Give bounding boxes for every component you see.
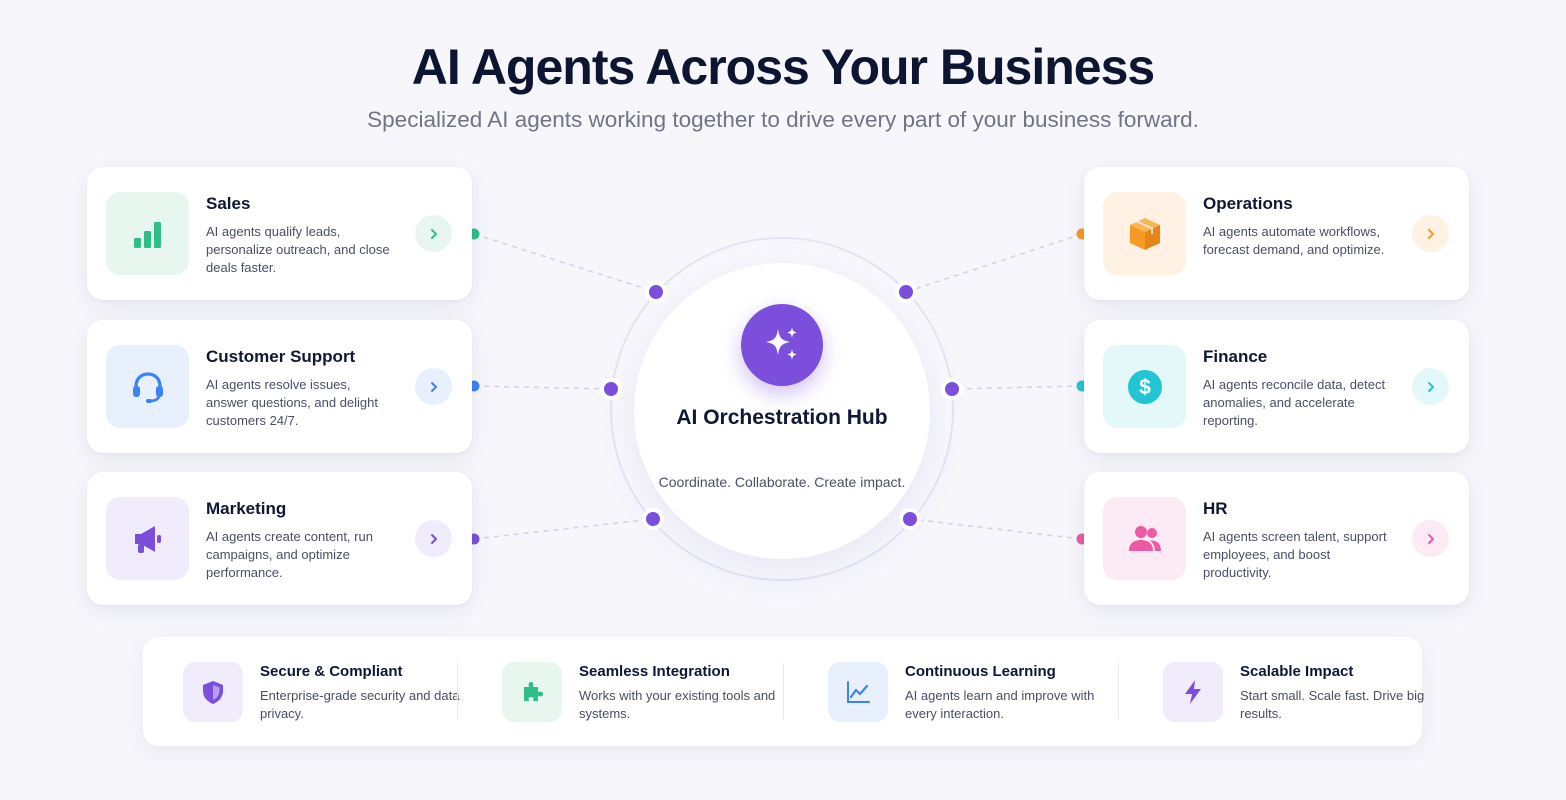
box-icon <box>1103 192 1186 275</box>
connector-marketing <box>473 518 654 540</box>
feature-description: Enterprise-grade security and data priva… <box>260 688 460 721</box>
agent-card-hr[interactable]: HR AI agents screen talent, support empl… <box>1084 472 1469 605</box>
agent-card-customer-support[interactable]: Customer Support AI agents resolve issue… <box>87 320 472 453</box>
agent-description: AI agents automate workflows, forecast d… <box>1203 224 1385 257</box>
agent-title: HR <box>1203 499 1228 518</box>
connector-sales <box>473 233 657 293</box>
agent-card-marketing[interactable]: Marketing AI agents create content, run … <box>87 472 472 605</box>
connector-support <box>473 385 612 390</box>
agent-card-operations[interactable]: Operations AI agents automate workflows,… <box>1084 167 1469 300</box>
chevron-right-icon <box>430 381 437 392</box>
agent-title: Marketing <box>206 499 287 518</box>
agent-title: Sales <box>206 194 251 213</box>
divider <box>1118 663 1119 719</box>
agent-card-sales[interactable]: Sales AI agents qualify leads, personali… <box>87 167 472 300</box>
people-icon <box>1103 497 1186 580</box>
feature-title: Scalable Impact <box>1240 663 1354 680</box>
operations-arrow-button[interactable] <box>1412 215 1449 252</box>
puzzle-icon <box>502 662 562 722</box>
chevron-right-icon <box>1427 533 1434 544</box>
customer-support-arrow-button[interactable] <box>415 368 452 405</box>
connector-hr <box>909 518 1083 540</box>
shield-icon <box>183 662 243 722</box>
marketing-arrow-button[interactable] <box>415 520 452 557</box>
agent-title: Finance <box>1203 347 1268 366</box>
features-panel: Secure & Compliant Enterprise-grade secu… <box>143 637 1424 746</box>
lightning-icon <box>1163 662 1223 722</box>
divider <box>457 663 458 719</box>
megaphone-icon <box>106 497 189 580</box>
connector-finance <box>951 385 1083 390</box>
feature-title: Seamless Integration <box>579 663 730 680</box>
headset-icon <box>106 345 189 428</box>
agent-card-finance[interactable]: $ Finance AI agents reconcile data, dete… <box>1084 320 1469 453</box>
divider <box>783 663 784 719</box>
agent-title: Customer Support <box>206 347 356 366</box>
chevron-right-icon <box>430 228 437 239</box>
sparkles-icon <box>741 304 823 386</box>
hr-arrow-button[interactable] <box>1412 520 1449 557</box>
page-title: AI Agents Across Your Business <box>411 39 1155 95</box>
connector-operations <box>905 233 1083 293</box>
agent-title: Operations <box>1203 194 1293 213</box>
feature-description: Works with your existing tools and syste… <box>579 688 776 721</box>
dollar-icon: $ <box>1103 345 1186 428</box>
finance-arrow-button[interactable] <box>1412 368 1449 405</box>
feature-description: Start small. Scale fast. Drive big resul… <box>1240 688 1425 721</box>
hub-title: AI Orchestration Hub <box>676 406 888 429</box>
agent-description: AI agents qualify leads, personalize out… <box>206 224 390 275</box>
svg-text:$: $ <box>1139 376 1151 399</box>
bar-chart-icon <box>106 192 189 275</box>
page-subtitle: Specialized AI agents working together t… <box>367 107 1199 132</box>
feature-description: AI agents learn and improve with every i… <box>905 688 1095 721</box>
agent-description: AI agents screen talent, support employe… <box>1203 529 1387 580</box>
feature-title: Continuous Learning <box>905 663 1056 680</box>
agent-description: AI agents create content, run campaigns,… <box>206 529 373 580</box>
chevron-right-icon <box>1427 228 1434 239</box>
hub-subtitle: Coordinate. Collaborate. Create impact. <box>658 474 906 490</box>
chevron-right-icon <box>430 533 437 544</box>
chevron-right-icon <box>1427 381 1434 392</box>
line-chart-icon <box>828 662 888 722</box>
feature-title: Secure & Compliant <box>260 663 403 680</box>
agent-description: AI agents resolve issues, answer questio… <box>206 377 379 428</box>
agent-description: AI agents reconcile data, detect anomali… <box>1203 377 1386 428</box>
sales-arrow-button[interactable] <box>415 215 452 252</box>
